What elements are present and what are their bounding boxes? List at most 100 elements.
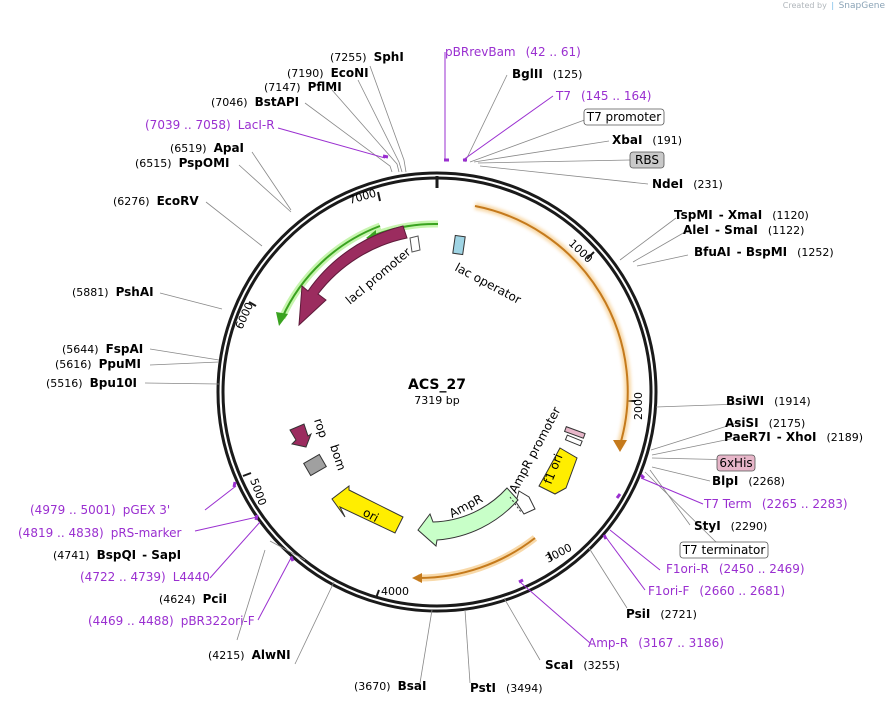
label-text: Amp-R(3167 .. 3186) — [588, 636, 724, 650]
cds-arc-orange-bottom — [412, 535, 538, 583]
label-text: (7046)BstAPI — [211, 95, 299, 109]
label-text: (5616)PpuMI — [55, 357, 141, 371]
lac-operator-label: lac operator — [453, 260, 524, 307]
label-blpi: BlpI(2268) — [712, 474, 785, 488]
label-text: F1ori-R(2450 .. 2469) — [666, 562, 805, 576]
label-apai: (6519)ApaI — [170, 141, 244, 155]
label-text: (4469 .. 4488)pBR322ori-F — [88, 614, 255, 628]
label-box-text: RBS — [635, 153, 659, 167]
primer-marks — [232, 154, 646, 584]
ori-feature: ori — [331, 484, 404, 534]
rop-feature: rop — [289, 417, 331, 448]
label-text: XbaI(191) — [612, 133, 682, 147]
label-text: (7039 .. 7058)LacI-R — [145, 118, 275, 132]
tick-label-2000: 2000 — [632, 392, 645, 420]
plasmid-name: ACS_27 — [408, 377, 466, 393]
label-t7term: T7 terminator — [679, 541, 769, 559]
label-text: (7147)PflMI — [264, 80, 342, 94]
label-leaders — [144, 65, 742, 684]
label-bsai: (3670)BsaI — [354, 679, 426, 693]
label-box — [629, 151, 665, 169]
label-bsiwi: BsiWI(1914) — [726, 394, 811, 408]
label-text: (4215)AlwNI — [208, 648, 291, 662]
label-scai: ScaI(3255) — [545, 658, 620, 672]
label-text: (4722 .. 4739)L4440 — [80, 570, 210, 584]
label-text: AleI- SmaI(1122) — [683, 223, 804, 237]
plasmid-length: 7319 bp — [414, 394, 459, 407]
label-text: StyI(2290) — [694, 519, 767, 533]
label-text: PsiI(2721) — [626, 607, 697, 621]
label-t7promoter: T7 promoter — [583, 108, 665, 126]
label-styi: StyI(2290) — [694, 519, 767, 533]
label-amp-r: Amp-R(3167 .. 3186) — [588, 636, 724, 650]
label-prs-marker: (4819 .. 4838)pRS-marker — [18, 526, 181, 540]
bom-label: bom — [327, 443, 349, 473]
label-bglii: BglII(125) — [512, 67, 582, 81]
label-text: (6515)PspOMI — [135, 156, 230, 170]
label-rbs: RBS — [629, 151, 665, 169]
label-pgex3: (4979 .. 5001)pGEX 3' — [30, 503, 170, 517]
label-text: NdeI(231) — [652, 177, 723, 191]
label-text: (7190)EcoNI — [287, 66, 369, 80]
label-pspomi: (6515)PspOMI — [135, 156, 230, 170]
small-features-right — [563, 426, 586, 447]
label-text: AsiSI(2175) — [725, 416, 805, 430]
label-alwni: (4215)AlwNI — [208, 648, 291, 662]
snapgene-credit: Created by ❘ SnapGene — [783, 1, 885, 11]
label-text: (3670)BsaI — [354, 679, 426, 693]
snapgene-logo-icon: ❘ — [829, 1, 837, 10]
ori-label: ori — [361, 505, 381, 525]
label-text: pBRrevBam(42 .. 61) — [445, 45, 581, 59]
label-bstapi: (7046)BstAPI — [211, 95, 299, 109]
label-psti: PstI(3494) — [470, 681, 543, 695]
label-text: (4979 .. 5001)pGEX 3' — [30, 503, 170, 517]
label-pcii: (4624)PciI — [159, 592, 227, 606]
label-box — [716, 454, 756, 472]
lacI-feature: lacI lacI promoter — [298, 225, 421, 327]
label-l4440: (4722 .. 4739)L4440 — [80, 570, 210, 584]
label-sphi: (7255)SphI — [330, 50, 404, 64]
label-text: (4624)PciI — [159, 592, 227, 606]
bom-feature: bom — [303, 443, 349, 477]
label-box-text: T7 promoter — [586, 110, 662, 124]
lac-operator-feature: lac operator — [452, 234, 524, 307]
label-ndei: NdeI(231) — [652, 177, 723, 191]
label-econi: (7190)EcoNI — [287, 66, 369, 80]
label-text: PaeR7I- XhoI(2189) — [724, 430, 863, 444]
label-text: (5516)Bpu10I — [46, 376, 137, 390]
cds-arc-orange — [474, 202, 632, 452]
label-t7term: T7 Term(2265 .. 2283) — [703, 497, 848, 511]
label-ppumi: (5616)PpuMI — [55, 357, 141, 371]
label-box-text: 6xHis — [719, 456, 752, 470]
label-paer7i: PaeR7I- XhoI(2189) — [724, 430, 863, 444]
label-6xhis: 6xHis — [716, 454, 756, 472]
feature-labels: (7255)SphI (7190)EcoNI(7147)PflMI(7046)Bs… — [18, 45, 863, 695]
label-f1ori-r: F1ori-R(2450 .. 2469) — [666, 562, 805, 576]
label-pshai: (5881)PshAI — [72, 285, 154, 299]
tick-label-5000: 5000 — [247, 477, 269, 508]
label-text: (6519)ApaI — [170, 141, 244, 155]
label-text: F1ori-F(2660 .. 2681) — [648, 584, 785, 598]
f1-ori-feature: f1 ori — [538, 447, 578, 495]
label-f1ori-f: F1ori-F(2660 .. 2681) — [648, 584, 785, 598]
label-pbr322ori-f: (4469 .. 4488)pBR322ori-F — [88, 614, 255, 628]
label-text: T7(145 .. 164) — [555, 89, 651, 103]
label-text: PstI(3494) — [470, 681, 543, 695]
label-asisi: AsiSI(2175) — [725, 416, 805, 430]
label-box — [583, 108, 665, 126]
label-text: (5644)FspAI — [62, 342, 143, 356]
label-text: BfuAI- BspMI(1252) — [694, 245, 834, 259]
credit-prefix: Created by — [782, 1, 827, 10]
label-pbrrevbam: pBRrevBam(42 .. 61) — [445, 45, 581, 59]
ampR-feature: AmpR — [417, 487, 522, 547]
label-xbai: XbaI(191) — [612, 133, 682, 147]
label-ecorv: (6276)EcoRV — [113, 194, 199, 208]
label-text: TspMI- XmaI(1120) — [674, 208, 809, 222]
rop-label: rop — [311, 417, 330, 440]
label-text: BglII(125) — [512, 67, 582, 81]
label-text: (5881)PshAI — [72, 285, 154, 299]
credit-brand: SnapGene — [838, 1, 885, 11]
label-text: BlpI(2268) — [712, 474, 785, 488]
label-psii: PsiI(2721) — [626, 607, 697, 621]
